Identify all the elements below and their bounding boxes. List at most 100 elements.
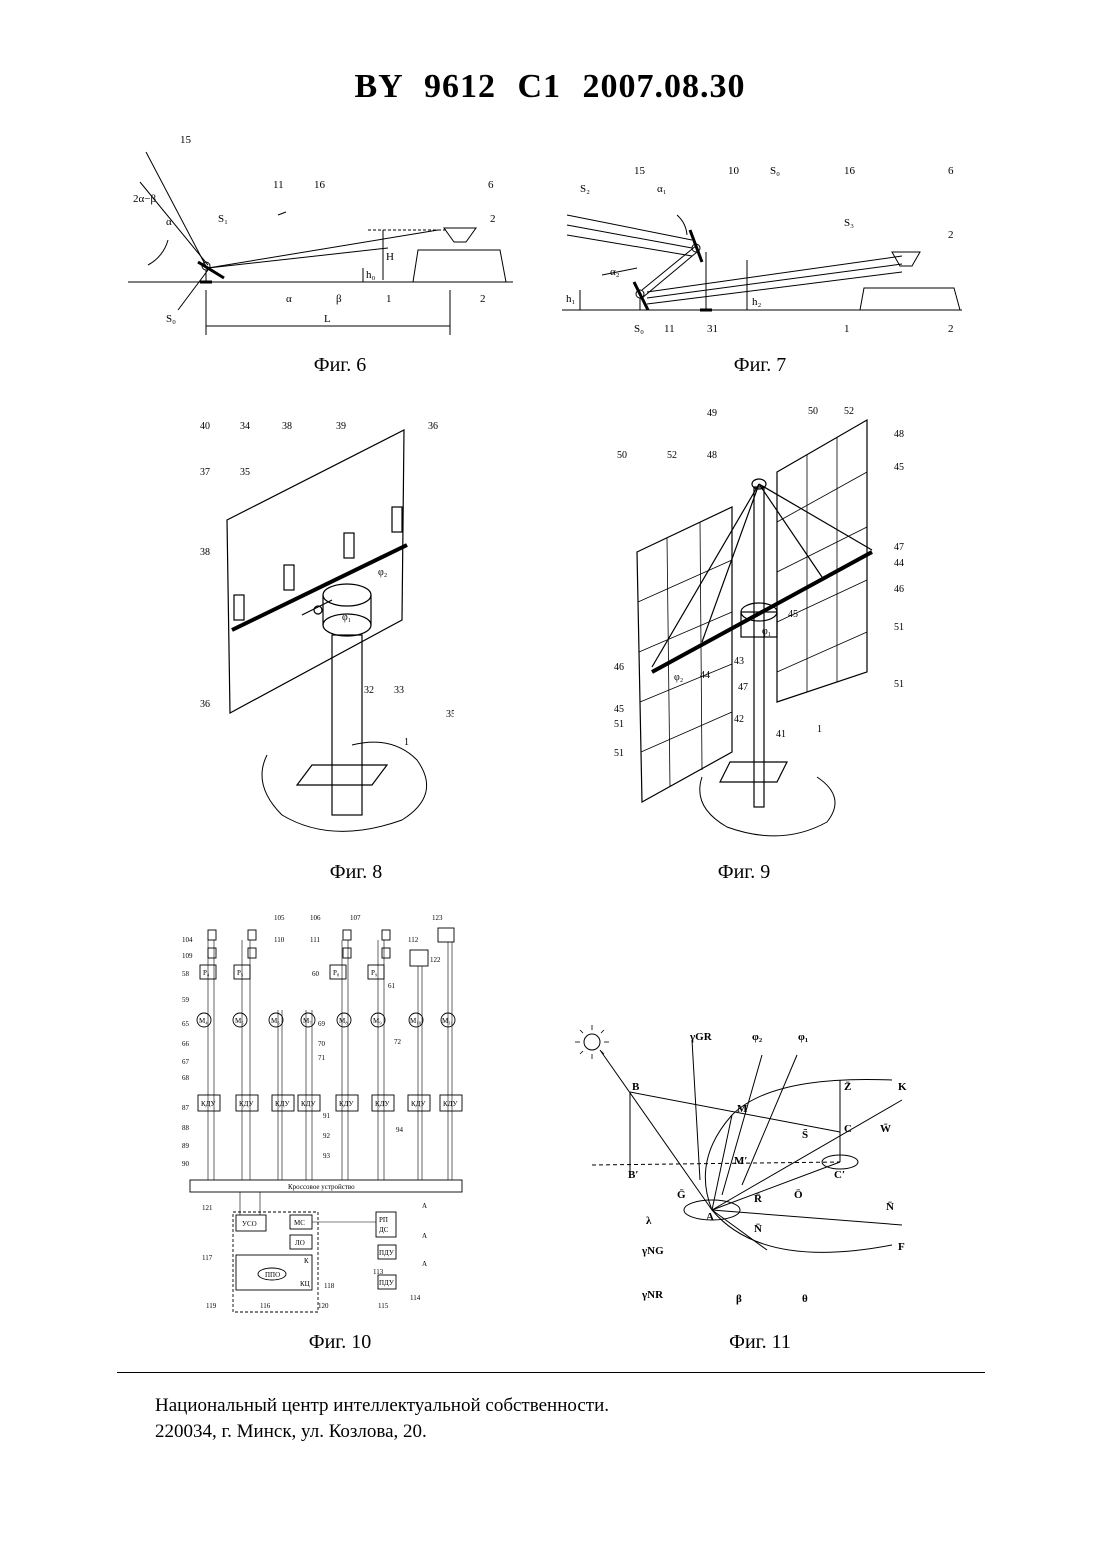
- fig6-label: 15: [180, 134, 192, 146]
- fig11-label: A: [706, 1211, 714, 1223]
- figure-7-drawing: S₂ 15 α₁ 10 S₀ 16 6 S₃ 2 α₂ h₁ h₂ S₀ 11 …: [562, 160, 972, 342]
- kdu-block: КДУ: [239, 1100, 254, 1108]
- fig6-label: L: [324, 313, 331, 325]
- fig11-label: S̄: [802, 1129, 808, 1141]
- fig10-label: 61: [388, 982, 396, 990]
- fig9-label: 45: [614, 704, 624, 715]
- fig10-label: 115: [378, 1302, 389, 1310]
- motor-m11: M₁₁: [442, 1017, 453, 1025]
- fig10-label: 105: [274, 914, 285, 922]
- fig10-label: A: [422, 1260, 427, 1268]
- fig10-label: 65: [182, 1020, 190, 1028]
- figure-8-drawing: 40 34 38 39 36 37 35 38 φ₂ φ₁ 36 32 33 3…: [192, 415, 454, 855]
- fig9-label: 52: [667, 450, 677, 461]
- fig9-label: 44: [894, 558, 904, 569]
- fig11-label: φ₁: [798, 1031, 808, 1043]
- fig10-label: 109: [182, 952, 193, 960]
- lo-block: ЛО: [295, 1239, 305, 1247]
- kdu-block: КДУ: [275, 1100, 290, 1108]
- motor-m8: M₈: [339, 1017, 348, 1025]
- fig10-label: 107: [350, 914, 361, 922]
- fig9-label: 47: [894, 542, 904, 553]
- fig6-label: H: [386, 251, 394, 263]
- fig10-label: 123: [432, 914, 443, 922]
- fig6-label: S₀: [166, 313, 176, 325]
- figure-11-drawing: γGR φ₂ φ₁ B M Z̄ K C S̄ W̄ M′ B′ Ḡ C′ Ō …: [572, 1020, 912, 1320]
- cross-device-label: Кроссовое устройство: [288, 1183, 355, 1191]
- fig10-label: 112: [408, 936, 419, 944]
- document-header: BY 9612 C1 2007.08.30: [0, 68, 1100, 106]
- fig8-label: 35: [240, 467, 250, 478]
- figure-6-drawing: 15 2α−β α S₁ 11 16 6 2 H h₀ α β 1 2 S₀ L: [128, 130, 518, 345]
- fig11-label: K: [898, 1081, 907, 1093]
- fig9-label: 43: [734, 656, 744, 667]
- fig6-label: h₀: [366, 269, 376, 281]
- kdu-block: КДУ: [443, 1100, 458, 1108]
- motor-m4: M₄: [199, 1017, 208, 1025]
- fig6-label: 1: [386, 293, 392, 305]
- fig8-label: 36: [428, 421, 438, 432]
- pdu-block: ПДУ: [379, 1279, 394, 1287]
- block-p5: P₅: [237, 969, 244, 977]
- fig8-label: φ₂: [378, 567, 387, 578]
- fig11-label: N̄: [754, 1223, 762, 1235]
- fig10-label: 91: [323, 1112, 331, 1120]
- fig10-label: 94: [396, 1126, 404, 1134]
- kdu-block: КДУ: [201, 1100, 216, 1108]
- fig9-label: 42: [734, 714, 744, 725]
- fig9-label: 52: [844, 406, 854, 417]
- motor-m6: M₆: [271, 1017, 280, 1025]
- fig8-label: 38: [282, 421, 292, 432]
- fig8-label: 38: [200, 547, 210, 558]
- fig10-label: 118: [324, 1282, 335, 1290]
- fig9-label: 46: [614, 662, 624, 673]
- footer-organization: Национальный центр интеллектуальной собс…: [155, 1393, 609, 1419]
- fig11-label: Z̄: [844, 1081, 851, 1093]
- fig9-label: 44: [700, 670, 710, 681]
- fig10-label: 59: [182, 996, 190, 1004]
- fig7-label: h₂: [752, 296, 762, 308]
- fig11-label: C′: [834, 1169, 845, 1181]
- fig11-label: Ḡ: [677, 1189, 686, 1201]
- fig6-label: α: [286, 293, 292, 305]
- fig9-label: 45: [894, 462, 904, 473]
- fig10-label: 60: [312, 970, 320, 978]
- fig11-label: γNR: [641, 1289, 664, 1301]
- fig10-label: 119: [206, 1302, 217, 1310]
- fig10-label: 58: [182, 970, 190, 978]
- fig10-label: 110: [274, 936, 285, 944]
- fig11-label: Ō: [794, 1189, 803, 1201]
- fig11-label: C: [844, 1123, 852, 1135]
- fig7-label: S₀: [770, 165, 780, 177]
- fig11-label: M′: [734, 1155, 747, 1167]
- block-p8: P₈: [333, 969, 340, 977]
- fig9-label: 46: [894, 584, 904, 595]
- fig9-label: 48: [707, 450, 717, 461]
- fig11-label: λ: [646, 1215, 652, 1227]
- fig11-label: W̄: [880, 1123, 891, 1135]
- k-block: К: [304, 1257, 309, 1265]
- fig6-label: β: [336, 293, 342, 305]
- fig10-label: 117: [202, 1254, 213, 1262]
- fig6-label: 2: [480, 293, 486, 305]
- fig11-label: γGR: [689, 1031, 713, 1043]
- figure-10-caption: Фиг. 10: [240, 1331, 440, 1354]
- kdu-block: КДУ: [339, 1100, 354, 1108]
- fig9-label: 51: [614, 748, 624, 759]
- fig9-label: 51: [894, 622, 904, 633]
- fig8-label: 35: [446, 709, 454, 720]
- fig10-label: 87: [182, 1104, 190, 1112]
- fig9-label: 1: [817, 724, 822, 735]
- fig8-label: φ₁: [342, 612, 351, 623]
- fig8-label: 34: [240, 421, 250, 432]
- fig7-label: 2: [948, 323, 954, 335]
- fig11-label: M: [737, 1103, 748, 1115]
- fig10-label: 106: [310, 914, 321, 922]
- fig7-label: 1: [844, 323, 850, 335]
- fig7-label: 6: [948, 165, 954, 177]
- fig8-label: 39: [336, 421, 346, 432]
- fig9-label: 49: [707, 408, 717, 419]
- fig7-label: S₂: [580, 183, 590, 195]
- fig7-label: 2: [948, 229, 954, 241]
- fig9-label: 50: [617, 450, 627, 461]
